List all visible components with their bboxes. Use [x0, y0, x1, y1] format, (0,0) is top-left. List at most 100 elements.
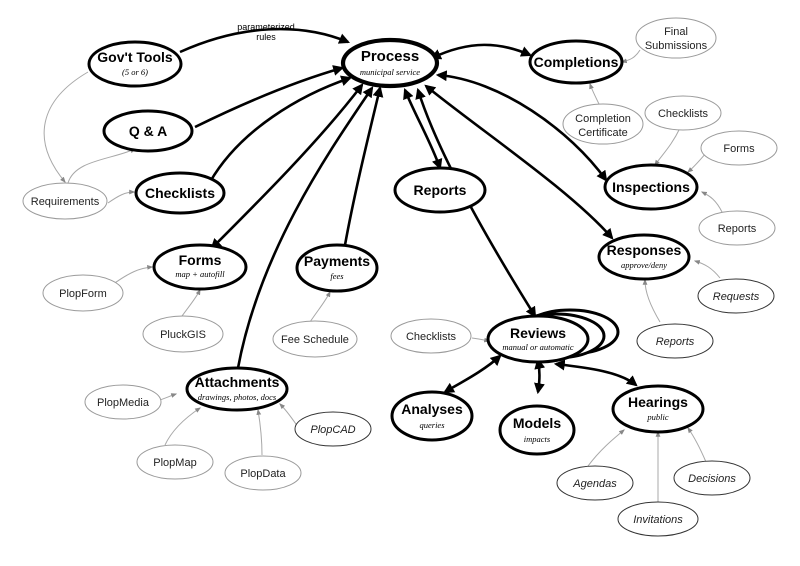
edge-checklists-reviews [471, 337, 491, 343]
minor-insp-forms-label: Forms [723, 143, 755, 155]
node-forms-label: Forms [179, 252, 222, 268]
minor-completion-certificate-line2: Certificate [578, 127, 628, 139]
node-responses-sub: approve/deny [621, 260, 667, 270]
minor-plopform-label: PlopForm [59, 288, 107, 300]
edge-note-parameterized-rules: parameterized rules [237, 22, 295, 42]
minor-requirements-label: Requirements [31, 196, 100, 208]
minor-plopform: PlopForm [42, 274, 124, 312]
node-reports: Reports [393, 166, 487, 214]
node-inspections-label: Inspections [612, 179, 690, 195]
minor-insp-reports-label: Reports [718, 223, 757, 235]
node-govtools: Gov't Tools (5 or 6) [87, 40, 183, 88]
node-govtools-label: Gov't Tools [97, 49, 173, 65]
edge-reviews-models [534, 357, 546, 395]
edge-agendas-hearings [587, 429, 625, 467]
node-process-label: Process [361, 48, 419, 65]
node-reports-label: Reports [414, 182, 467, 198]
edge-govtools-requirements [43, 71, 89, 183]
edge-plopmap-attachments [164, 407, 201, 446]
node-payments: Payments fees [295, 243, 379, 293]
edge-requests-responses [693, 260, 721, 279]
minor-requests-label: Requests [713, 291, 760, 303]
minor-plopdata-label: PlopData [240, 468, 286, 480]
minor-agendas-label: Agendas [572, 478, 617, 490]
minor-final-submissions-line1: Final [664, 26, 688, 38]
minor-connectors [43, 49, 723, 504]
node-forms-sub: map + autofill [175, 269, 225, 279]
node-responses: Responses approve/deny [597, 233, 691, 281]
edge-reports-inspections [700, 191, 723, 213]
node-models: Models impacts [498, 404, 576, 456]
node-qa-label: Q & A [129, 123, 167, 139]
minor-final-submissions: Final Submissions [635, 17, 717, 59]
minor-agendas: Agendas [556, 465, 634, 501]
minor-rev-checklists: Checklists [390, 318, 472, 354]
node-analyses: Analyses queries [390, 390, 474, 442]
minor-final-submissions-line2: Submissions [645, 40, 708, 52]
edge-feeschedule-payments [309, 290, 331, 323]
edge-govtools-process [179, 27, 351, 54]
minor-insp-forms: Forms [700, 130, 778, 166]
node-process: Process municipal service [340, 37, 440, 89]
edge-pluckgis-forms [181, 288, 201, 317]
minor-completion-certificate: Completion Certificate [562, 103, 644, 145]
minor-insp-checklists-label: Checklists [658, 108, 709, 120]
node-reviews: Reviews manual or automatic [486, 308, 620, 364]
edge-reports-responses [642, 278, 661, 323]
minor-plopcad-label: PlopCAD [310, 424, 355, 436]
minor-decisions: Decisions [673, 460, 751, 496]
node-checklists-label: Checklists [145, 185, 215, 201]
node-checklists: Checklists [134, 171, 226, 215]
minor-invitations: Invitations [617, 501, 699, 537]
edge-process-forms [210, 83, 364, 250]
minor-plopmap-label: PlopMap [153, 457, 196, 469]
node-models-sub: impacts [524, 434, 551, 444]
edge-decisions-hearings [687, 427, 707, 463]
node-completions-label: Completions [534, 54, 619, 70]
edge-process-completions [430, 43, 533, 60]
node-responses-label: Responses [607, 242, 682, 258]
node-qa: Q & A [102, 109, 194, 153]
edge-checklists-inspections [654, 127, 681, 166]
edge-certificate-completions [589, 82, 601, 107]
node-attachments: Attachments drawings, photos, docs [185, 366, 289, 412]
minor-rev-checklists-label: Checklists [406, 331, 457, 343]
node-models-label: Models [513, 415, 561, 431]
node-attachments-sub: drawings, photos, docs [198, 392, 277, 402]
edge-requirements-qa [67, 148, 137, 184]
minor-invitations-label: Invitations [633, 514, 683, 526]
minor-fee-schedule: Fee Schedule [272, 320, 358, 358]
edge-final-completions [620, 49, 641, 64]
edge-plopform-forms [111, 265, 154, 286]
edge-forms-inspections [687, 152, 707, 173]
node-analyses-label: Analyses [401, 401, 463, 417]
minor-insp-checklists: Checklists [644, 95, 722, 131]
node-completions: Completions [528, 39, 624, 85]
node-attachments-label: Attachments [195, 374, 280, 390]
node-hearings: Hearings public [611, 384, 705, 434]
edge-note-line1: parameterized [237, 22, 295, 32]
node-inspections: Inspections [603, 163, 699, 211]
edge-payments-process [343, 85, 384, 246]
minor-plopcad: PlopCAD [294, 411, 372, 447]
minor-insp-reports: Reports [698, 210, 776, 246]
minor-completion-certificate-line1: Completion [575, 113, 631, 125]
minor-requirements: Requirements [22, 182, 108, 220]
edge-checklists-process [208, 75, 353, 183]
node-process-sub: municipal service [360, 67, 420, 77]
edge-attachments-process [236, 86, 374, 369]
node-hearings-sub: public [646, 412, 668, 422]
edge-note-line2: rules [256, 32, 276, 42]
minor-decisions-label: Decisions [688, 473, 736, 485]
minor-resp-reports: Reports [636, 323, 714, 359]
minor-plopmedia-label: PlopMedia [97, 397, 150, 409]
node-govtools-sub: (5 or 6) [122, 67, 148, 77]
minor-pluckgis-label: PluckGIS [160, 329, 206, 341]
minor-fee-schedule-label: Fee Schedule [281, 334, 349, 346]
node-hearings-label: Hearings [628, 394, 688, 410]
minor-plopdata: PlopData [224, 455, 302, 491]
node-payments-label: Payments [304, 253, 370, 269]
node-reviews-sub: manual or automatic [502, 342, 574, 352]
minor-pluckgis: PluckGIS [142, 315, 224, 353]
